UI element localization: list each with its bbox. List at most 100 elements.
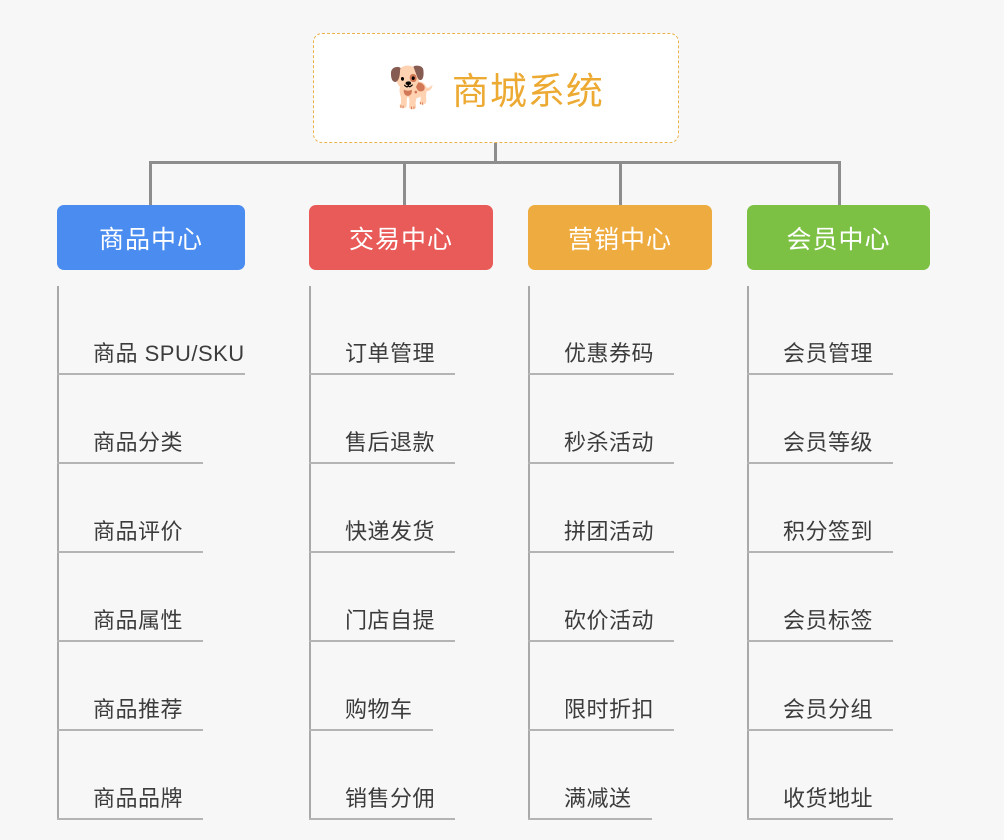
category-header-1[interactable]: 商品中心 bbox=[57, 205, 245, 270]
leaf-item-label: 砍价活动 bbox=[564, 608, 655, 633]
leaf-item[interactable]: 销售分佣 bbox=[309, 731, 493, 820]
leaf-underline bbox=[57, 462, 203, 464]
connector-drop-1 bbox=[149, 161, 152, 206]
leaf-item[interactable]: 商品属性 bbox=[57, 553, 245, 642]
leaf-item[interactable]: 订单管理 bbox=[309, 286, 493, 375]
leaf-item[interactable]: 商品分类 bbox=[57, 375, 245, 464]
leaf-item[interactable]: 购物车 bbox=[309, 642, 493, 731]
leaf-list-4: 会员管理会员等级积分签到会员标签会员分组收货地址 bbox=[747, 286, 930, 820]
category-header-label: 交易中心 bbox=[348, 225, 453, 254]
leaf-item[interactable]: 商品品牌 bbox=[57, 731, 245, 820]
leaf-item-label: 商品品牌 bbox=[93, 786, 184, 811]
category-column-2: 交易中心订单管理售后退款快递发货门店自提购物车销售分佣 bbox=[309, 205, 493, 820]
leaf-item-label: 购物车 bbox=[345, 697, 413, 722]
leaf-item-label: 积分签到 bbox=[783, 519, 874, 544]
category-header-4[interactable]: 会员中心 bbox=[747, 205, 930, 270]
category-header-label: 会员中心 bbox=[786, 225, 891, 254]
leaf-underline bbox=[528, 640, 674, 642]
category-column-4: 会员中心会员管理会员等级积分签到会员标签会员分组收货地址 bbox=[747, 205, 930, 820]
category-header-2[interactable]: 交易中心 bbox=[309, 205, 493, 270]
leaf-item[interactable]: 快递发货 bbox=[309, 464, 493, 553]
leaf-underline bbox=[57, 640, 203, 642]
leaf-item-label: 售后退款 bbox=[345, 430, 436, 455]
leaf-item[interactable]: 满减送 bbox=[528, 731, 712, 820]
leaf-item-label: 会员等级 bbox=[783, 430, 874, 455]
leaf-list-1: 商品 SPU/SKU 商品分类商品评价商品属性商品推荐商品品牌 bbox=[57, 286, 245, 820]
leaf-item-label: 秒杀活动 bbox=[564, 430, 655, 455]
leaf-underline bbox=[57, 551, 203, 553]
leaf-item[interactable]: 会员等级 bbox=[747, 375, 930, 464]
leaf-item[interactable]: 商品评价 bbox=[57, 464, 245, 553]
leaf-underline bbox=[528, 551, 674, 553]
leaf-item-label: 商品推荐 bbox=[93, 697, 184, 722]
leaf-item[interactable]: 积分签到 bbox=[747, 464, 930, 553]
root-node-title: 商城系统 bbox=[451, 71, 604, 112]
leaf-underline bbox=[309, 462, 455, 464]
leaf-item-label: 商品分类 bbox=[93, 430, 184, 455]
connector-drop-4 bbox=[838, 161, 841, 206]
leaf-item-label: 限时折扣 bbox=[564, 697, 655, 722]
category-header-3[interactable]: 营销中心 bbox=[528, 205, 712, 270]
leaf-item[interactable]: 秒杀活动 bbox=[528, 375, 712, 464]
leaf-list-3: 优惠券码秒杀活动拼团活动砍价活动限时折扣满减送 bbox=[528, 286, 712, 820]
leaf-underline bbox=[57, 729, 203, 731]
leaf-underline bbox=[747, 462, 893, 464]
leaf-item-label: 订单管理 bbox=[345, 341, 436, 366]
category-column-3: 营销中心优惠券码秒杀活动拼团活动砍价活动限时折扣满减送 bbox=[528, 205, 712, 820]
leaf-item-label: 商品评价 bbox=[93, 519, 184, 544]
leaf-item-label: 商品 SPU/SKU bbox=[93, 341, 245, 366]
leaf-underline bbox=[309, 373, 455, 375]
leaf-item-label: 商品属性 bbox=[93, 608, 184, 633]
leaf-item-label: 会员标签 bbox=[783, 608, 874, 633]
category-column-1: 商品中心商品 SPU/SKU 商品分类商品评价商品属性商品推荐商品品牌 bbox=[57, 205, 245, 820]
leaf-item-label: 满减送 bbox=[564, 786, 632, 811]
leaf-item[interactable]: 收货地址 bbox=[747, 731, 930, 820]
leaf-underline bbox=[57, 373, 245, 375]
leaf-item[interactable]: 会员分组 bbox=[747, 642, 930, 731]
connector-root-stem bbox=[494, 143, 497, 164]
leaf-underline bbox=[57, 818, 203, 820]
leaf-item[interactable]: 限时折扣 bbox=[528, 642, 712, 731]
leaf-underline bbox=[528, 729, 674, 731]
leaf-item-label: 会员管理 bbox=[783, 341, 874, 366]
category-header-label: 商品中心 bbox=[98, 225, 203, 254]
leaf-item[interactable]: 门店自提 bbox=[309, 553, 493, 642]
leaf-item-label: 优惠券码 bbox=[564, 341, 655, 366]
leaf-list-2: 订单管理售后退款快递发货门店自提购物车销售分佣 bbox=[309, 286, 493, 820]
leaf-item-label: 会员分组 bbox=[783, 697, 874, 722]
leaf-item[interactable]: 售后退款 bbox=[309, 375, 493, 464]
leaf-underline bbox=[309, 640, 455, 642]
leaf-underline bbox=[309, 729, 433, 731]
connector-spine-2 bbox=[309, 286, 311, 820]
leaf-underline bbox=[528, 462, 674, 464]
connector-horizontal-bus bbox=[149, 161, 841, 164]
leaf-item-label: 门店自提 bbox=[345, 608, 436, 633]
leaf-item-label: 销售分佣 bbox=[345, 786, 436, 811]
leaf-underline bbox=[747, 640, 893, 642]
leaf-item[interactable]: 会员标签 bbox=[747, 553, 930, 642]
leaf-underline bbox=[528, 373, 674, 375]
leaf-item-label: 拼团活动 bbox=[564, 519, 655, 544]
leaf-item[interactable]: 会员管理 bbox=[747, 286, 930, 375]
leaf-item-label: 收货地址 bbox=[783, 786, 874, 811]
connector-drop-3 bbox=[619, 161, 622, 206]
connector-spine-3 bbox=[528, 286, 530, 820]
leaf-underline bbox=[309, 551, 455, 553]
leaf-item[interactable]: 商品推荐 bbox=[57, 642, 245, 731]
leaf-underline bbox=[309, 818, 455, 820]
leaf-item[interactable]: 优惠券码 bbox=[528, 286, 712, 375]
connector-spine-1 bbox=[57, 286, 59, 820]
category-header-label: 营销中心 bbox=[567, 225, 672, 254]
leaf-item[interactable]: 砍价活动 bbox=[528, 553, 712, 642]
leaf-underline bbox=[747, 551, 893, 553]
leaf-item[interactable]: 商品 SPU/SKU bbox=[57, 286, 245, 375]
leaf-item[interactable]: 拼团活动 bbox=[528, 464, 712, 553]
leaf-underline bbox=[747, 729, 893, 731]
leaf-underline bbox=[747, 818, 893, 820]
leaf-underline bbox=[747, 373, 893, 375]
leaf-item-label: 快递发货 bbox=[345, 519, 436, 544]
root-node-shop-system[interactable]: 🐕 商城系统 bbox=[313, 33, 679, 143]
leaf-underline bbox=[528, 818, 652, 820]
connector-drop-2 bbox=[403, 161, 406, 206]
